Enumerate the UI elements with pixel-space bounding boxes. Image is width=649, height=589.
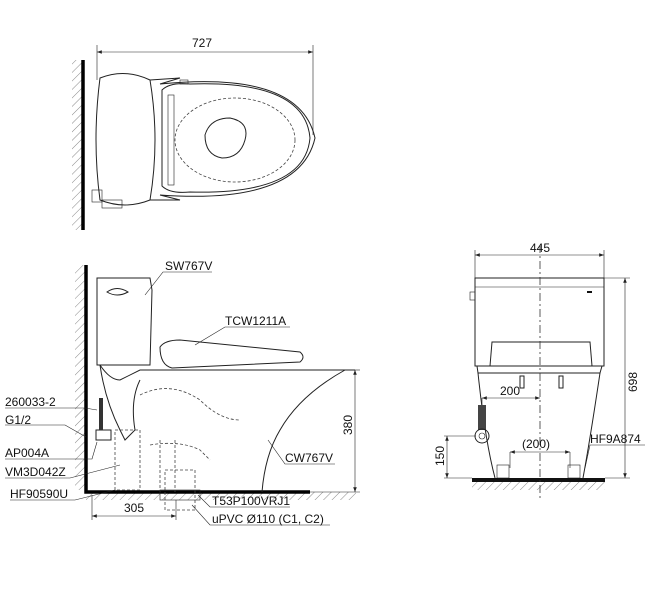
label-trap: T53P100VRJ1	[212, 494, 290, 508]
label-hose: VM3D042Z	[5, 465, 66, 479]
bowl-top	[149, 77, 316, 201]
wall-hatch	[72, 60, 82, 230]
bowl-front	[477, 372, 601, 479]
inlet-height-label: 150	[433, 446, 447, 466]
seat-back-front	[489, 341, 593, 367]
bowl-rim-dashed	[174, 97, 296, 183]
bowl-side	[261, 369, 346, 493]
tank-top	[95, 73, 156, 206]
seat-side	[159, 339, 304, 369]
rough-in-label: 305	[124, 501, 144, 515]
front-view: 445 698 200 150 (200) HF9A874	[433, 241, 645, 500]
label-bolt: 260033-2	[5, 395, 56, 409]
label-flange: HF90590U	[10, 487, 68, 501]
label-seat: TCW1211A	[225, 314, 286, 328]
label-valve: AP004A	[5, 446, 49, 460]
label-thread: G1/2	[5, 413, 31, 427]
offset-label: 200	[500, 384, 520, 398]
total-height-label: 698	[626, 372, 640, 392]
label-fixing-kit: HF9A874	[590, 432, 641, 446]
side-view: 380 305 SW767V TCW1211A 260033-2 G1/2 AP…	[5, 259, 360, 526]
height-dim-label: 380	[341, 415, 355, 435]
bowl-opening	[204, 117, 247, 159]
width-dim-label: 727	[192, 36, 212, 50]
label-tank: SW767V	[165, 259, 212, 273]
tank-side	[96, 277, 153, 366]
tank-front	[474, 277, 605, 367]
label-pipe: uPVC Ø110 (C1, C2)	[212, 512, 324, 526]
bolt-spacing-label: (200)	[522, 437, 550, 451]
label-bowl: CW767V	[285, 451, 333, 465]
wall-floor	[84, 265, 310, 494]
top-view: 727	[72, 36, 316, 230]
